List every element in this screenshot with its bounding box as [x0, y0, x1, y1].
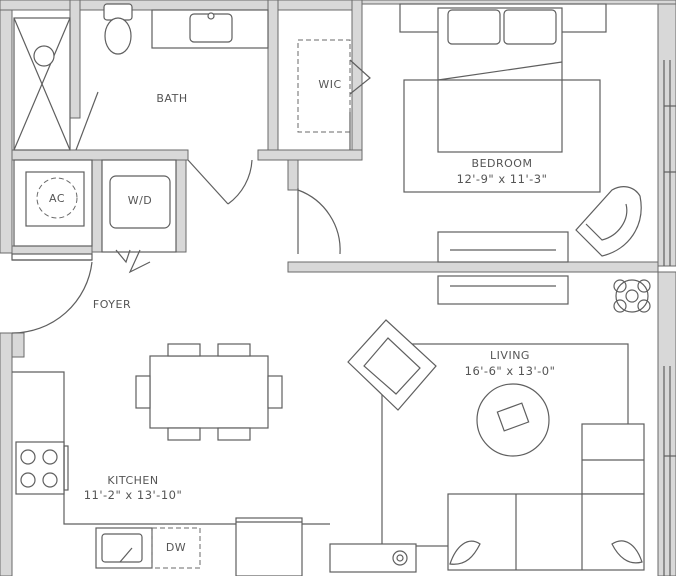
wic-closet [297, 39, 371, 150]
bath-door [187, 159, 253, 205]
refrigerator [235, 517, 303, 576]
bath-vanity [151, 9, 269, 49]
ac-closet [13, 159, 93, 247]
bedroom-label: BEDROOM [472, 157, 533, 170]
foyer-label: FOYER [93, 298, 131, 311]
bedroom-door [297, 188, 341, 255]
ac-label: AC [49, 192, 65, 205]
wic-label: WIC [318, 78, 341, 91]
dining-table [135, 343, 283, 441]
toilet [103, 3, 133, 55]
bath-label: BATH [156, 92, 187, 105]
living-dimensions: 16'-6" x 13'-0" [465, 364, 556, 378]
kitchen-sink [95, 527, 153, 569]
dw-label: DW [166, 541, 186, 554]
dishwasher [151, 527, 201, 569]
side-table [329, 543, 417, 573]
wd-closet [101, 159, 177, 274]
wd-label: W/D [128, 194, 153, 207]
bed [399, 3, 607, 153]
bedroom-rug [403, 79, 601, 193]
bedroom-chair [575, 186, 642, 257]
kitchen-label: KITCHEN [107, 474, 158, 487]
coffee-table [476, 383, 550, 457]
shower [13, 17, 99, 151]
living-plant [613, 279, 651, 313]
bedroom-dresser [437, 231, 569, 263]
kitchen-dimensions: 11'-2" x 13'-10" [84, 488, 183, 502]
armchair [347, 319, 437, 411]
windows [663, 60, 676, 576]
entry-door [11, 253, 93, 334]
kitchen-counter [12, 371, 330, 525]
sectional-sofa [447, 423, 645, 571]
bedroom-dimensions: 12'-9" x 11'-3" [457, 172, 548, 186]
living-label: LIVING [490, 349, 530, 362]
tv-console [437, 275, 569, 305]
